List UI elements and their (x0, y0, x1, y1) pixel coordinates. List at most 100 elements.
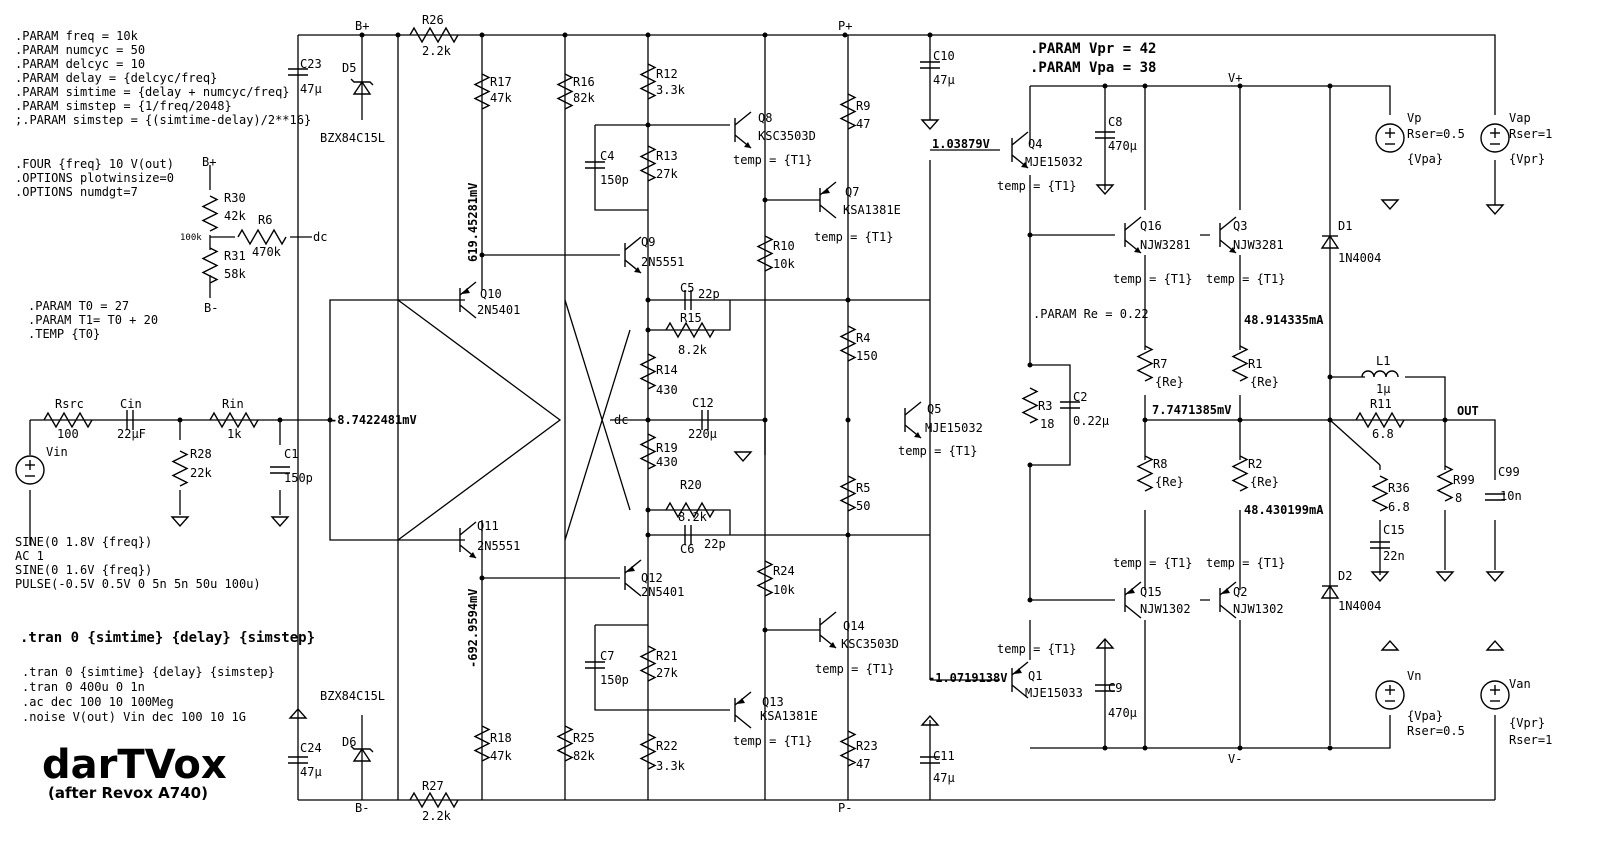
label-r1: R1 (1248, 357, 1262, 371)
value-r24: 10k (773, 583, 795, 597)
r28-symbol (172, 450, 188, 487)
label-r10: R10 (773, 239, 795, 253)
alt-directive: .noise V(out) Vin dec 100 10 1G (22, 710, 246, 724)
value-c5: 22p (698, 287, 720, 301)
label-c10: C10 (933, 49, 955, 63)
label-rsrc: Rsrc (55, 397, 84, 411)
value-q1: MJE15033 (1025, 686, 1083, 700)
label-r18: R18 (490, 731, 512, 745)
temp-q7: temp = {T1} (814, 230, 893, 244)
label-r21: R21 (656, 649, 678, 663)
wiring (29, 34, 1496, 801)
label-c99: C99 (1498, 465, 1520, 479)
label-r31: R31 (224, 249, 246, 263)
rin-symbol (209, 412, 259, 428)
param-line: .PARAM delcyc = 10 (15, 57, 145, 71)
c99-ground (1486, 571, 1504, 582)
label-r27: R27 (422, 779, 444, 793)
value-r13: 27k (656, 167, 678, 181)
label-r20: R20 (680, 478, 702, 492)
label-r99: R99 (1453, 473, 1475, 487)
r26-symbol (409, 27, 459, 43)
value-r8: {Re} (1155, 475, 1184, 489)
value-q10: 2N5401 (477, 303, 520, 317)
label-r23: R23 (856, 739, 878, 753)
value-r16: 82k (573, 91, 595, 105)
label-vin: Vin (46, 445, 68, 459)
label-d5: D5 (342, 61, 356, 75)
value-vn-rser: Rser=0.5 (1407, 724, 1465, 738)
r1-symbol (1232, 345, 1248, 382)
value-r19: 430 (656, 455, 678, 469)
r36-symbol (1372, 475, 1388, 512)
temp-q16: temp = {T1} (1113, 272, 1192, 286)
q13-symbol (734, 691, 752, 729)
vp-ground (1381, 199, 1399, 210)
label-c24: C24 (300, 741, 322, 755)
label-vp: Vp (1407, 111, 1421, 125)
value-r1: {Re} (1250, 375, 1279, 389)
label-vn: Vn (1407, 669, 1421, 683)
temp-line: .PARAM T0 = 27 (28, 299, 129, 313)
value-q8: KSC3503D (758, 129, 816, 143)
param-line: ;.PARAM simstep = {(simtime-delay)/2**16… (15, 113, 311, 127)
label-r14: R14 (656, 363, 678, 377)
label-q3: Q3 (1233, 219, 1247, 233)
value-r15: 8.2k (678, 343, 708, 357)
value-r99: 8 (1455, 491, 1462, 505)
value-van: {Vpr} (1509, 716, 1545, 730)
value-r30: 42k (224, 209, 246, 223)
value-r7: {Re} (1155, 375, 1184, 389)
r7-symbol (1137, 345, 1153, 382)
c12-ground (734, 451, 752, 462)
label-q11: Q11 (477, 519, 499, 533)
value-c12: 220µ (688, 427, 717, 441)
label-r12: R12 (656, 67, 678, 81)
rsrc-symbol (43, 412, 93, 428)
value-vp: {Vpa} (1407, 152, 1443, 166)
param-line: .PARAM delay = {delcyc/freq} (15, 71, 217, 85)
label-c1: C1 (284, 447, 298, 461)
net-dc: dc (313, 230, 327, 244)
value-l1: 1µ (1376, 382, 1390, 396)
value-q4: MJE15032 (1025, 155, 1083, 169)
net-vplus: V+ (1228, 71, 1242, 85)
r15-symbol (665, 322, 715, 338)
r11-symbol (1355, 412, 1405, 428)
value-c2: 0.22µ (1073, 414, 1109, 428)
label-c8: C8 (1108, 115, 1122, 129)
r3-symbol (1022, 387, 1038, 424)
components (15, 27, 1510, 808)
value-r27: 2.2k (422, 809, 452, 823)
r99-symbol (1437, 465, 1453, 502)
value-q11: 2N5551 (477, 539, 520, 553)
temp-line: .PARAM T1= T0 + 20 (28, 313, 158, 327)
probe-q1: -1.0719138V (928, 671, 1007, 685)
param-line: .PARAM freq = 10k (15, 29, 139, 43)
label-r11: R11 (1370, 397, 1392, 411)
label-r36: R36 (1388, 481, 1410, 495)
temp-q4: temp = {T1} (997, 179, 1076, 193)
label-r30: R30 (224, 191, 246, 205)
value-q9: 2N5551 (641, 255, 684, 269)
value-r28: 22k (190, 466, 212, 480)
q15-symbol (1124, 581, 1142, 619)
value-r22: 3.3k (656, 759, 686, 773)
vap-ground (1486, 204, 1504, 215)
label-r28: R28 (190, 447, 212, 461)
value-r5: 50 (856, 499, 870, 513)
value-rin: 1k (227, 427, 242, 441)
label-q10: Q10 (480, 287, 502, 301)
value-c8: 470µ (1108, 139, 1137, 153)
value-c11: 47µ (933, 771, 955, 785)
c1-ground (271, 516, 289, 527)
value-van-rser: Rser=1 (1509, 733, 1552, 747)
value-c4: 150p (600, 173, 629, 187)
temp-q5: temp = {T1} (898, 444, 977, 458)
label-r3: R3 (1038, 399, 1052, 413)
label-c23: C23 (300, 57, 322, 71)
vap-symbol (1480, 123, 1510, 153)
temp-line: .TEMP {T0} (28, 327, 100, 341)
label-l1: L1 (1376, 354, 1390, 368)
